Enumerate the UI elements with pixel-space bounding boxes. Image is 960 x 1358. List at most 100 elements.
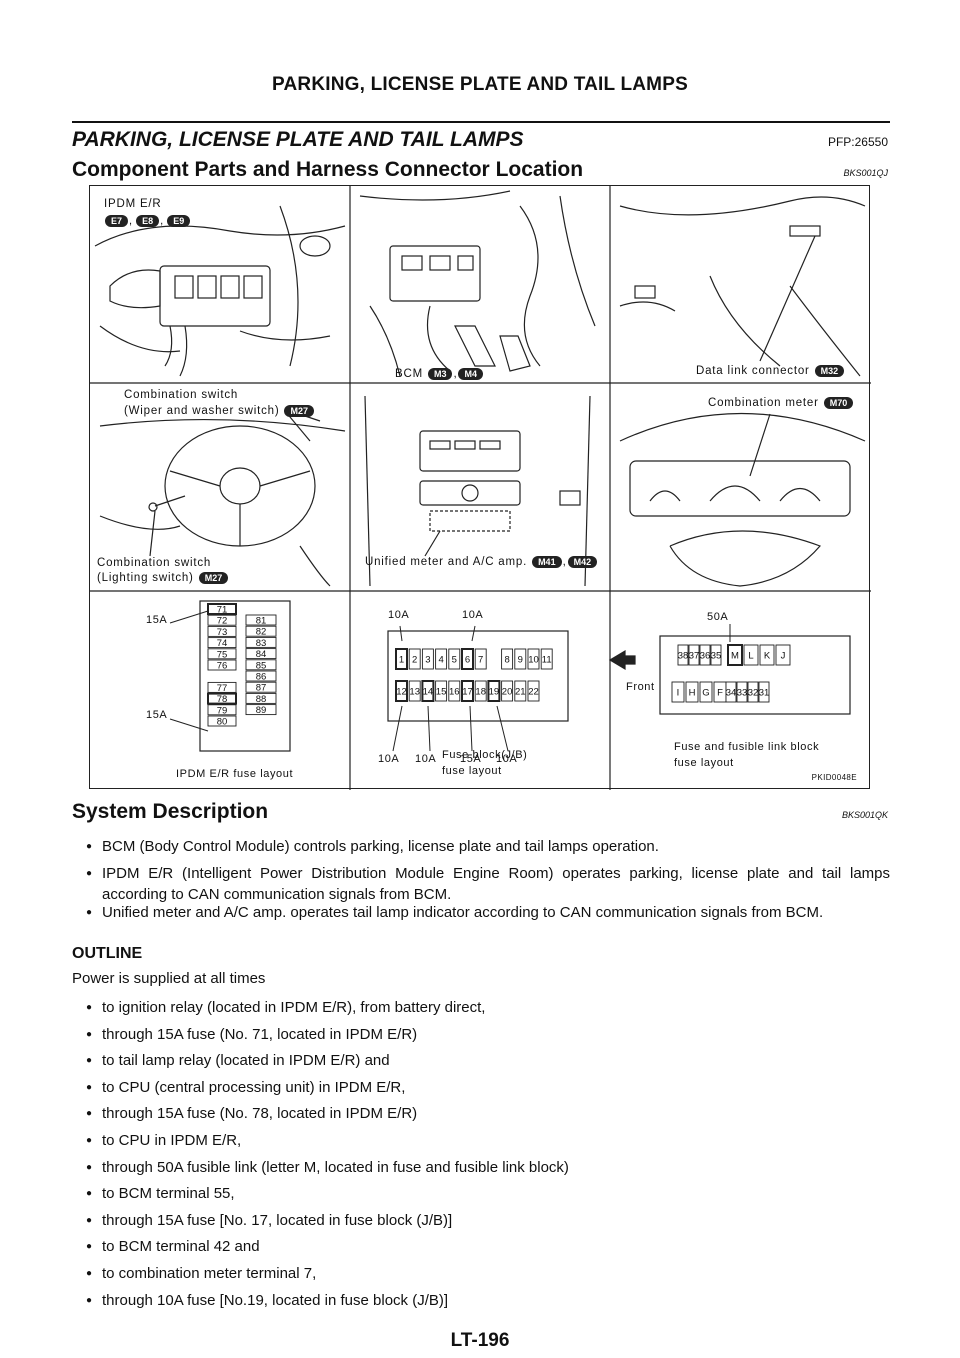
- ipdm-fuse-cell-label: 79: [217, 705, 228, 716]
- ipdm-label: IPDM E/R: [104, 198, 162, 210]
- jb-fuse-cell: [408, 680, 421, 702]
- jb-fuse-cell-label: 2: [412, 655, 417, 666]
- header-rule: [72, 121, 890, 123]
- connector-pill: M32: [814, 365, 845, 377]
- bullet-icon: ●: [86, 1214, 93, 1226]
- ipdm-fuse-cell-label: 75: [217, 649, 228, 660]
- jb-fuse-cell-label: 19: [489, 687, 500, 698]
- link-fuse-cell-label: 34: [726, 688, 737, 699]
- link-fuse-cell: [758, 681, 770, 703]
- link-fuse-cell: [688, 644, 700, 666]
- link-fuse-cell-label: H: [689, 688, 696, 699]
- jb-fuse-cell-label: 20: [502, 687, 513, 698]
- comb-light-line1: Combination switch: [97, 557, 212, 569]
- section-title: PARKING, LICENSE PLATE AND TAIL LAMPS: [72, 128, 524, 151]
- bullet-icon: ●: [86, 907, 93, 918]
- link-fuse-cell: [725, 681, 737, 703]
- link-caption-2: fuse layout: [674, 757, 734, 769]
- ipdm-fuse-cell: [207, 659, 237, 671]
- outline-item-text: to CPU in IPDM E/R,: [102, 1132, 242, 1149]
- outline-item-text: to tail lamp relay (located in IPDM E/R)…: [102, 1052, 390, 1070]
- ipdm-fuse-cell-label: 83: [256, 638, 267, 649]
- ipdm-fuse-cell-label: 86: [256, 672, 267, 683]
- outline-item-text: through 15A fuse (No. 71, located in IPD…: [102, 1025, 418, 1043]
- jb-amp-bottom-4: 10A: [496, 753, 518, 765]
- ipdm-fuse-cell-label: 78: [217, 694, 228, 705]
- jb-fuse-cell-label: 4: [438, 655, 443, 666]
- connector-pill: E8: [136, 215, 160, 228]
- system-title: System Description: [72, 800, 269, 823]
- jb-fuse-cell-label: 8: [504, 655, 509, 666]
- jb-fuse-cell-label: 1: [399, 655, 404, 666]
- outline-title: OUTLINE: [72, 945, 143, 962]
- jb-amp-bottom-2: 10A: [415, 753, 437, 765]
- outline-item: ●through 15A fuse [No. 17, located in fu…: [86, 1210, 890, 1231]
- jb-fuse-cell: [421, 648, 434, 670]
- bullet-icon: ●: [86, 1241, 93, 1253]
- data-link-label: Data link connector M32: [696, 365, 845, 377]
- part-number: PFP:26550: [827, 135, 888, 149]
- jb-fuse-cell: [474, 680, 487, 702]
- comb-light-line2: (Lighting switch) M27: [97, 572, 229, 584]
- jb-fuse-cell-label: 11: [542, 655, 552, 666]
- bullet-icon: ●: [86, 1028, 93, 1040]
- ipdm-fuse-cell: [207, 681, 237, 693]
- jb-fuse-cell: [461, 680, 474, 702]
- link-fuse-cell-label: G: [702, 688, 709, 699]
- jb-amp-bottom-1: 10A: [378, 753, 400, 765]
- link-fuse-cell-label: 38: [678, 651, 689, 662]
- ipdm-fuse-cell-label: 77: [217, 683, 228, 694]
- jb-fuse-cell: [408, 648, 421, 670]
- link-fuse-cell: [736, 681, 748, 703]
- jb-fuse-cell-label: 21: [515, 687, 526, 698]
- link-fuse-cell-label: 31: [759, 688, 770, 699]
- outline-item-text: through 50A fusible link (letter M, loca…: [102, 1158, 569, 1176]
- comb-light-text: (Lighting switch): [97, 572, 194, 585]
- outline-intro: Power is supplied at all times: [72, 970, 266, 987]
- ipdm-fuse-cell: [245, 704, 277, 716]
- ipdm-fuse-cell-label: 89: [256, 705, 267, 716]
- jb-fuse-cell: [395, 648, 408, 670]
- jb-fuse-cell: [501, 680, 514, 702]
- ipdm-fuse-cell: [207, 704, 237, 716]
- jb-fuse-cell-label: 15: [436, 687, 447, 698]
- bullet-icon: ●: [86, 1081, 93, 1093]
- page-number: LT-196: [450, 1330, 510, 1351]
- connector-pill: M27: [198, 572, 229, 584]
- ipdm-fuse-cell: [245, 692, 277, 704]
- jb-caption-1: Fuse block(J/B): [442, 749, 528, 761]
- link-fuse-cell-label: 35: [711, 651, 722, 662]
- link-fuse-cell-label: 36: [700, 651, 711, 662]
- link-fuse-cell: [677, 644, 689, 666]
- jb-fuse-cell: [527, 648, 540, 670]
- bcm-label-text: BCM: [395, 368, 423, 381]
- connector-pill: M70: [823, 397, 854, 409]
- outline-item: ●to BCM terminal 42 and: [86, 1236, 890, 1257]
- outline-item-text: to BCM terminal 55,: [102, 1185, 235, 1203]
- jb-fuse-cell-label: 10: [528, 655, 539, 666]
- link-fuse-cell: [710, 644, 722, 666]
- outline-item-text: through 10A fuse [No.19, located in fuse…: [102, 1291, 449, 1309]
- ipdm-fuse-cell-label: 84: [256, 649, 267, 660]
- jb-fuse-cell-label: 17: [462, 687, 473, 698]
- connector-pill: M4: [458, 368, 483, 380]
- ipdm-fuse-cell: [207, 614, 237, 626]
- unified-meter-text: Unified meter and A/C amp.: [365, 556, 528, 569]
- jb-fuse-cell: [487, 680, 501, 702]
- connector-pill: M27: [284, 405, 314, 417]
- connector-pill: M3: [427, 368, 453, 380]
- link-fuse-cell-label: 32: [748, 688, 759, 699]
- unified-meter-label: Unified meter and A/C amp. M41,M42: [365, 556, 598, 568]
- jb-fuse-cell-label: 5: [452, 655, 457, 666]
- comb-wiper-text: (Wiper and washer switch): [124, 405, 280, 418]
- jb-fuse-cell: [421, 680, 435, 702]
- bullet-icon: ●: [86, 1268, 93, 1279]
- ipdm-amp-bottom: 15A: [146, 709, 168, 721]
- outline-item: ●to ignition relay (located in IPDM E/R)…: [86, 997, 890, 1018]
- link-fuse-cell-label: 37: [689, 651, 700, 662]
- system-bullet: ●IPDM E/R (Intelligent Power Distributio…: [86, 865, 890, 903]
- link-fuse-cell: [743, 644, 759, 666]
